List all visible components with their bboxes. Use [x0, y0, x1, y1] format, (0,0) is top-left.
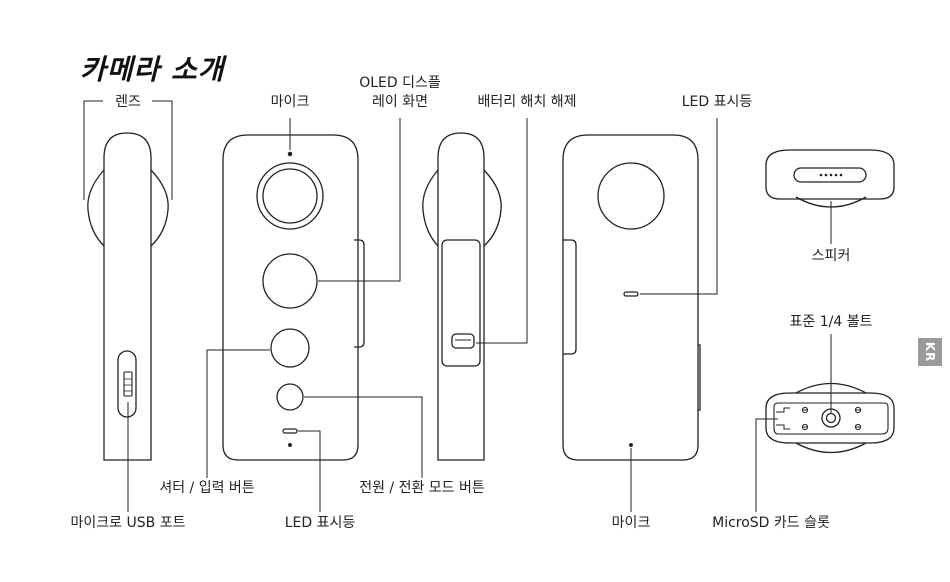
label-micro-usb: 마이크로 USB 포트 — [71, 514, 186, 532]
battery-hatch — [442, 240, 480, 366]
lens-front-bulge — [151, 170, 168, 246]
label-oled-line1: OLED 디스플 — [359, 74, 441, 92]
battery-release-latch[interactable] — [452, 334, 474, 348]
leader-led-back — [640, 118, 717, 294]
lens-dome-bottom — [796, 443, 866, 453]
camera-side-view-right — [423, 133, 501, 460]
leader-lines — [84, 101, 831, 512]
leader-shutter — [207, 350, 270, 478]
label-mic-top: 마이크 — [271, 93, 310, 111]
power-mode-button[interactable] — [277, 384, 303, 410]
usb-port-pins — [124, 379, 132, 391]
oled-display[interactable] — [263, 254, 317, 308]
back-side-edge-left — [563, 240, 576, 354]
language-tab-label: KR — [923, 342, 937, 363]
speaker-holes — [820, 174, 843, 177]
label-battery-release: 배터리 해치 해제 — [477, 93, 576, 111]
label-speaker: 스피커 — [812, 247, 851, 265]
microphone-hole-back — [630, 444, 633, 447]
language-tab: KR — [918, 338, 942, 366]
label-oled-line2: 레이 화면 — [372, 93, 428, 111]
shutter-button[interactable] — [271, 329, 309, 367]
camera-body-side-right — [438, 133, 484, 460]
tripod-bolt-thread — [827, 414, 836, 423]
led-indicator-back — [624, 292, 638, 296]
lens-bulge-left — [423, 170, 438, 246]
label-led-indicator-bottom: LED 표시등 — [285, 514, 356, 532]
label-tripod-bolt: 표준 1/4 볼트 — [790, 313, 873, 331]
lens-inner-ring — [263, 169, 317, 223]
lens-front — [257, 163, 323, 229]
usb-port-cover — [118, 351, 136, 417]
leader-led-front — [298, 431, 320, 512]
label-mic-bottom: 마이크 — [612, 514, 651, 532]
camera-front-view — [223, 135, 364, 460]
camera-body-front — [223, 135, 358, 460]
leader-oled — [318, 118, 400, 281]
label-lens: 렌즈 — [115, 93, 141, 111]
lens-back-bulge — [88, 170, 104, 246]
label-led-indicator-top: LED 표시등 — [682, 93, 753, 111]
camera-back-view — [563, 135, 700, 460]
label-power-button: 전원 / 전환 모드 버튼 — [359, 479, 485, 497]
camera-body-back — [563, 135, 698, 460]
camera-top-view — [766, 150, 894, 207]
microphone-hole-top — [288, 152, 291, 155]
led-indicator-front — [283, 429, 297, 433]
leader-power — [304, 397, 422, 478]
microphone-hole-bottom-front — [289, 444, 292, 447]
usb-port — [124, 372, 132, 396]
label-shutter-button: 셔터 / 입력 버튼 — [159, 479, 254, 497]
camera-bottom-body — [766, 393, 894, 443]
microsd-slot-outline — [776, 408, 790, 429]
battery-hatch-edge — [354, 240, 364, 347]
lens-back — [598, 163, 664, 229]
label-microsd-slot: MicroSD 카드 슬롯 — [712, 514, 830, 532]
lens-bulge-right — [484, 170, 501, 246]
camera-bottom-view — [766, 384, 894, 453]
